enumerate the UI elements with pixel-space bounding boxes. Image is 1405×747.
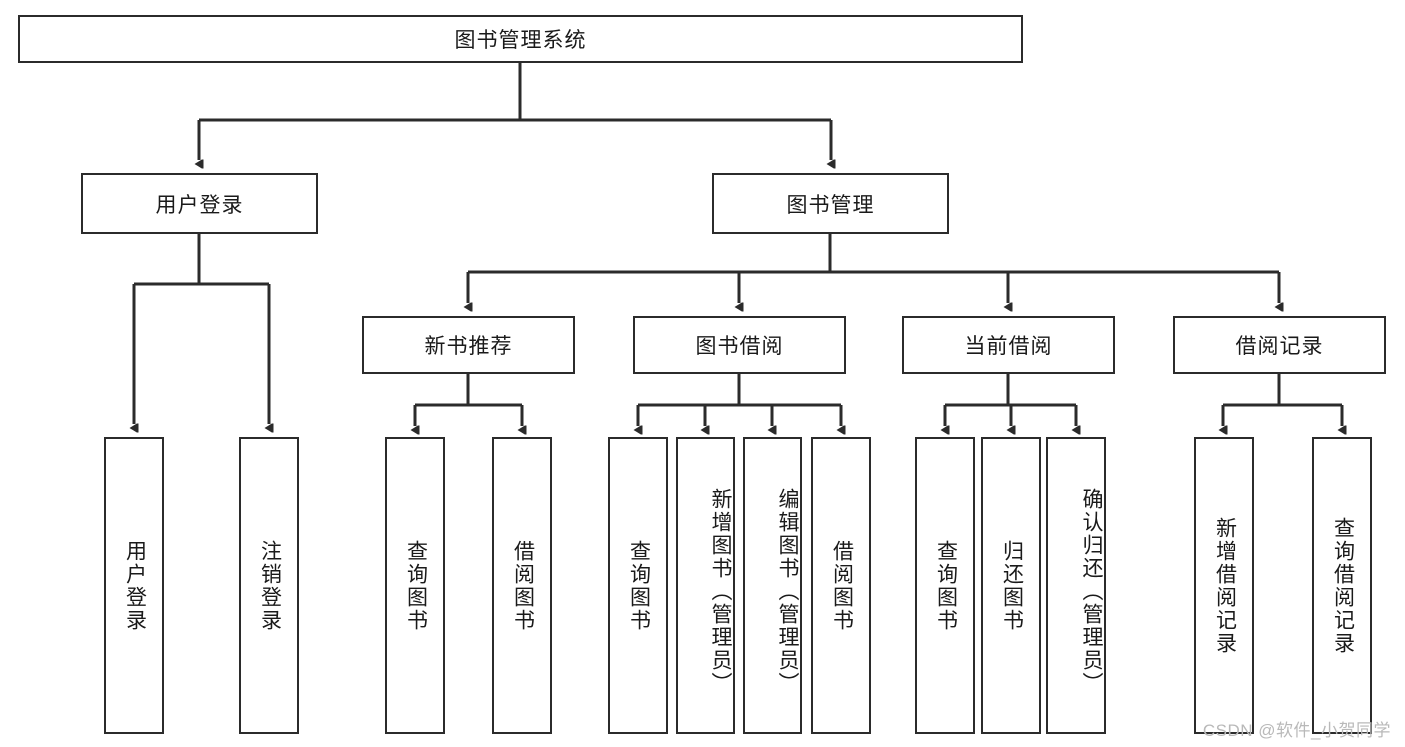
leaf-add-book-admin[interactable]: 新增图书（管理员） — [676, 437, 735, 734]
node-current-borrow[interactable]: 当前借阅 — [902, 316, 1115, 374]
node-new-book-recommend[interactable]: 新书推荐 — [362, 316, 575, 374]
leaf-confirm-return-admin[interactable]: 确认归还（管理员） — [1046, 437, 1106, 734]
node-label: 借阅记录 — [1235, 335, 1324, 358]
leaf-return-book[interactable]: 归还图书 — [981, 437, 1041, 734]
node-root-system[interactable]: 图书管理系统 — [18, 15, 1023, 63]
node-label: 新书推荐 — [424, 335, 513, 358]
leaf-edit-book-admin[interactable]: 编辑图书（管理员） — [743, 437, 802, 734]
node-label: 归还图书 — [1000, 539, 1024, 632]
node-label: 编辑图书（管理员） — [776, 488, 799, 695]
leaf-borrow-book-2[interactable]: 借阅图书 — [811, 437, 871, 734]
node-user-login[interactable]: 用户登录 — [81, 173, 318, 234]
leaf-user-login[interactable]: 用户登录 — [104, 437, 164, 734]
node-label: 图书管理 — [786, 193, 875, 217]
leaf-query-borrow-record[interactable]: 查询借阅记录 — [1312, 437, 1372, 734]
node-label: 查询借阅记录 — [1331, 516, 1355, 655]
node-label: 新增图书（管理员） — [709, 488, 732, 695]
node-label: 注销登录 — [258, 539, 282, 632]
node-label: 确认归还（管理员） — [1080, 488, 1103, 695]
node-borrow-record[interactable]: 借阅记录 — [1173, 316, 1386, 374]
node-book-borrow[interactable]: 图书借阅 — [633, 316, 846, 374]
node-label: 用户登录 — [123, 539, 147, 632]
node-label: 用户登录 — [155, 193, 244, 217]
node-label: 新增借阅记录 — [1213, 516, 1237, 655]
node-label: 借阅图书 — [830, 539, 854, 632]
leaf-add-borrow-record[interactable]: 新增借阅记录 — [1194, 437, 1254, 734]
leaf-query-book-1[interactable]: 查询图书 — [385, 437, 445, 734]
node-label: 借阅图书 — [511, 539, 535, 632]
node-book-management[interactable]: 图书管理 — [712, 173, 949, 234]
node-label: 查询图书 — [404, 539, 428, 632]
node-label: 图书借阅 — [695, 335, 784, 358]
node-label: 查询图书 — [934, 539, 958, 632]
leaf-query-book-2[interactable]: 查询图书 — [608, 437, 668, 734]
leaf-query-book-3[interactable]: 查询图书 — [915, 437, 975, 734]
node-label: 当前借阅 — [964, 335, 1053, 358]
watermark: CSDN @软件_小贺同学 — [1202, 721, 1391, 740]
leaf-borrow-book-1[interactable]: 借阅图书 — [492, 437, 552, 734]
node-label: 查询图书 — [627, 539, 651, 632]
leaf-logout[interactable]: 注销登录 — [239, 437, 299, 734]
node-label: 图书管理系统 — [454, 29, 587, 52]
